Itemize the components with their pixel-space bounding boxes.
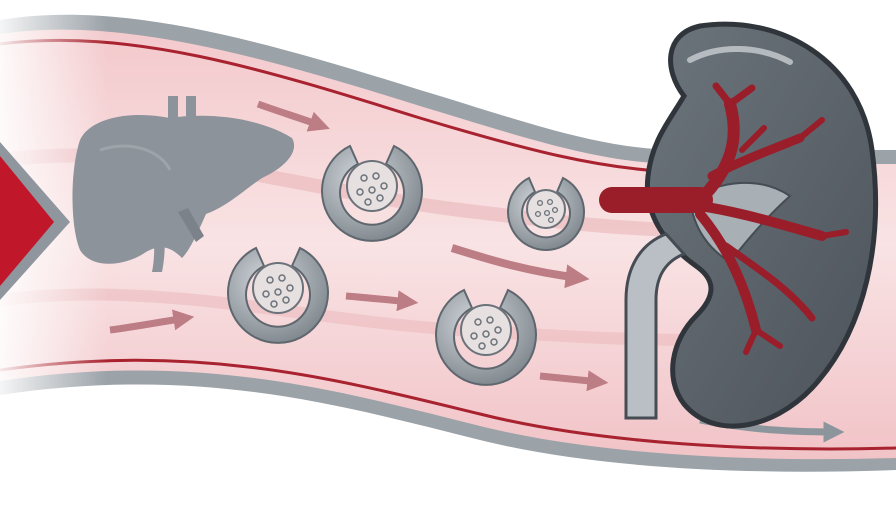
horseshoe-carrier-icon <box>228 248 328 343</box>
horseshoe-carrier-icon <box>322 146 422 241</box>
horseshoe-carrier-icon <box>436 290 536 385</box>
